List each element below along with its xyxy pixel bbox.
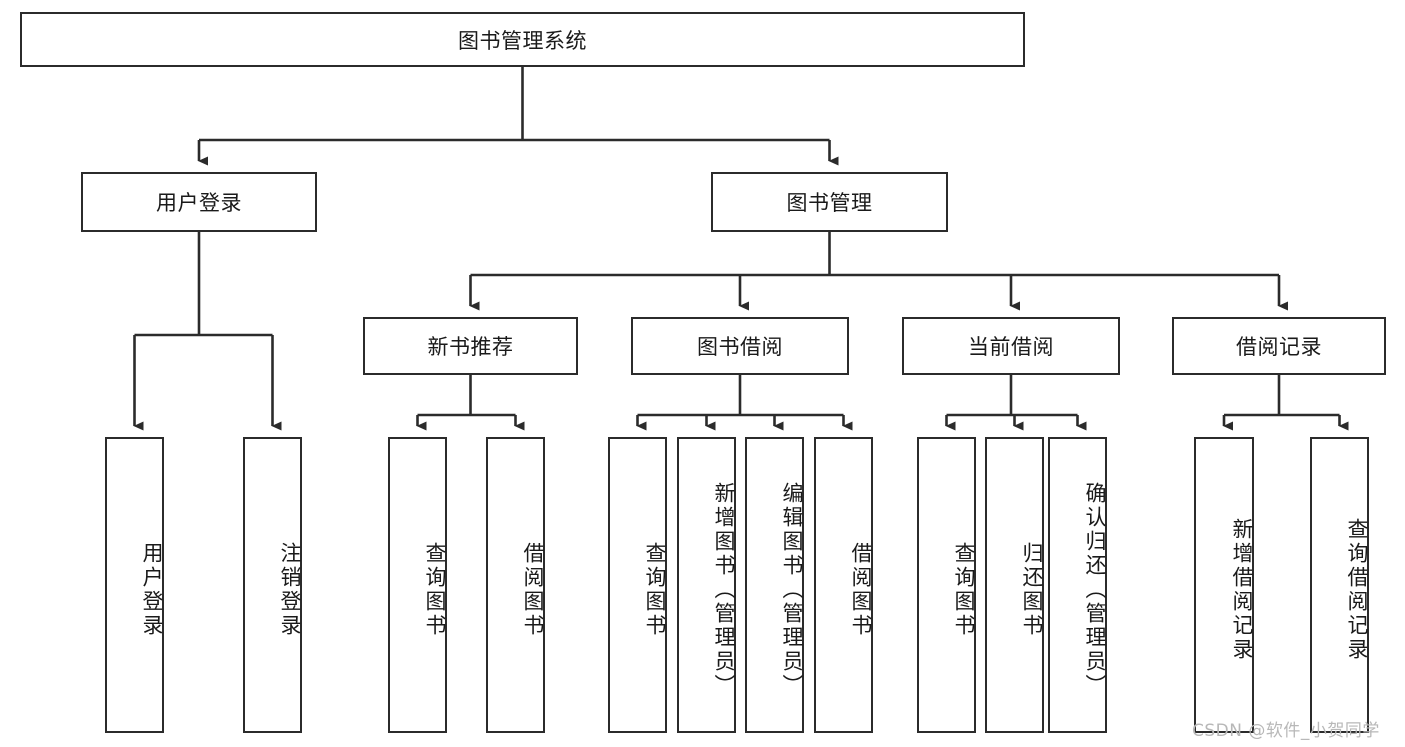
node-label: 当前借阅 [968, 335, 1054, 359]
node-label: 新增借阅记录 [1230, 518, 1254, 662]
node-label: 编辑图书（管理员） [780, 482, 804, 698]
node-label: 查询借阅记录 [1345, 518, 1369, 662]
node-l2-book-mgmt[interactable]: 图书管理 [711, 172, 948, 232]
node-leaf-return-book[interactable]: 归还图书 [985, 437, 1044, 733]
node-leaf-borrow-book-2[interactable]: 借阅图书 [814, 437, 873, 733]
node-l3-borrow-record[interactable]: 借阅记录 [1172, 317, 1386, 375]
node-root[interactable]: 图书管理系统 [20, 12, 1025, 67]
node-leaf-logout[interactable]: 注销登录 [243, 437, 302, 733]
node-leaf-edit-book[interactable]: 编辑图书（管理员） [745, 437, 804, 733]
node-label: 用户登录 [156, 191, 242, 215]
node-label: 归还图书 [1020, 542, 1044, 638]
node-label: 借阅图书 [849, 542, 873, 638]
node-label: 新书推荐 [427, 335, 514, 359]
node-leaf-user-login[interactable]: 用户登录 [105, 437, 164, 733]
node-leaf-query-book-2[interactable]: 查询图书 [608, 437, 667, 733]
node-l3-new-book-rec[interactable]: 新书推荐 [363, 317, 578, 375]
node-label: 图书借阅 [697, 335, 783, 359]
node-l3-current-borrow[interactable]: 当前借阅 [902, 317, 1120, 375]
node-leaf-query-record[interactable]: 查询借阅记录 [1310, 437, 1369, 733]
node-l3-book-borrow[interactable]: 图书借阅 [631, 317, 849, 375]
node-label: 用户登录 [140, 542, 164, 638]
node-leaf-confirm-return[interactable]: 确认归还（管理员） [1048, 437, 1107, 733]
node-label: 图书管理 [786, 191, 873, 215]
node-l2-user-login[interactable]: 用户登录 [81, 172, 317, 232]
node-label: 新增图书（管理员） [712, 482, 736, 698]
node-leaf-add-record[interactable]: 新增借阅记录 [1194, 437, 1254, 733]
node-label: 注销登录 [278, 542, 302, 638]
node-label: 图书管理系统 [458, 28, 587, 53]
node-label: 查询图书 [952, 542, 976, 638]
node-label: 借阅记录 [1236, 335, 1322, 359]
node-leaf-query-book-1[interactable]: 查询图书 [388, 437, 447, 733]
node-label: 确认归还（管理员） [1083, 482, 1107, 698]
node-leaf-query-book-3[interactable]: 查询图书 [917, 437, 976, 733]
node-leaf-borrow-book-1[interactable]: 借阅图书 [486, 437, 545, 733]
node-leaf-add-book[interactable]: 新增图书（管理员） [677, 437, 736, 733]
node-label: 借阅图书 [521, 542, 545, 638]
node-label: 查询图书 [643, 542, 667, 638]
node-label: 查询图书 [423, 542, 447, 638]
